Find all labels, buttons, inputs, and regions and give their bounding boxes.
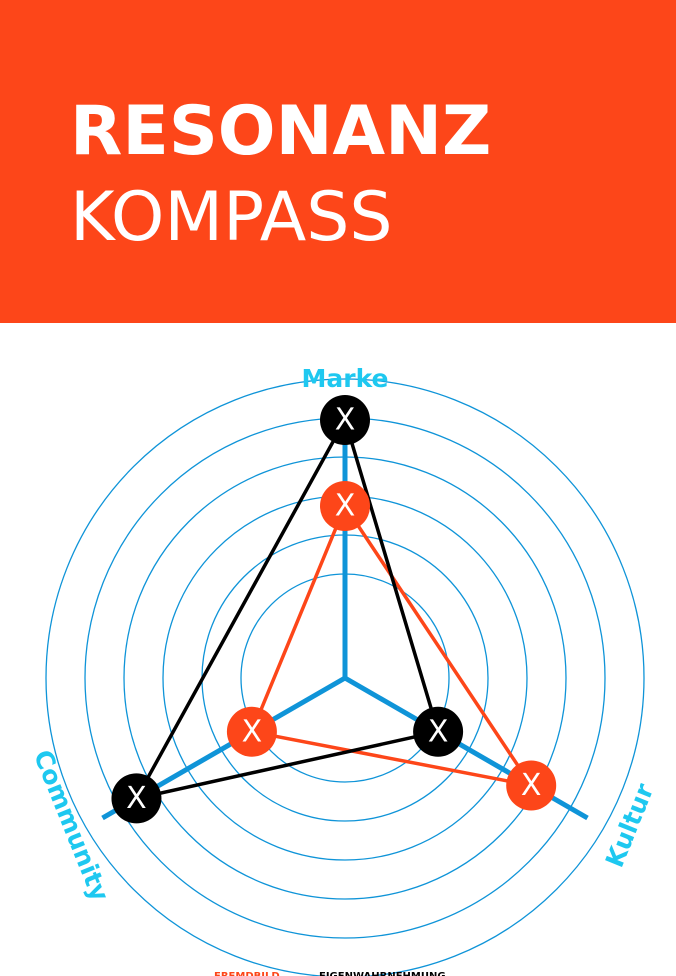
marker-dot	[320, 481, 370, 531]
marker-eigenwahrnehmung-marke: X	[320, 395, 370, 445]
radar-ring	[45, 378, 645, 976]
axis-label-marke: Marke	[302, 364, 389, 393]
axis-label-kultur: Kultur	[600, 779, 660, 872]
marker-dot	[413, 706, 464, 757]
legend-item-fremdbild: FREMDBILD	[214, 971, 280, 976]
marker-label: X	[428, 714, 449, 749]
page-title: RESONANZ	[70, 92, 492, 171]
radar-markers: X X X X X X	[111, 395, 557, 824]
marker-fremdbild-marke: X	[320, 481, 370, 531]
marker-eigenwahrnehmung-community: X	[111, 773, 162, 824]
marker-dot	[320, 395, 370, 445]
marker-eigenwahrnehmung-kultur: X	[413, 706, 464, 757]
series-line-eigenwahrnehmung	[133, 415, 441, 801]
marker-label: X	[335, 403, 356, 438]
marker-dot	[226, 706, 277, 757]
series-line-fremdbild	[249, 502, 535, 789]
marker-fremdbild-community: X	[226, 706, 277, 757]
marker-label: X	[335, 489, 356, 524]
marker-label: X	[521, 768, 542, 803]
marker-label: X	[126, 781, 147, 816]
chart-legend: FREMDBILD EIGENWAHRNEHMUNG	[214, 971, 446, 976]
page-subtitle: KOMPASS	[70, 178, 393, 257]
marker-dot	[506, 760, 557, 811]
header-banner: RESONANZ KOMPASS	[0, 0, 676, 323]
legend-item-eigenwahrnehmung: EIGENWAHRNEHMUNG	[319, 971, 446, 976]
marker-label: X	[242, 714, 263, 749]
radar-series-lines	[133, 415, 535, 801]
marker-fremdbild-kultur: X	[506, 760, 557, 811]
marker-dot	[111, 773, 162, 824]
